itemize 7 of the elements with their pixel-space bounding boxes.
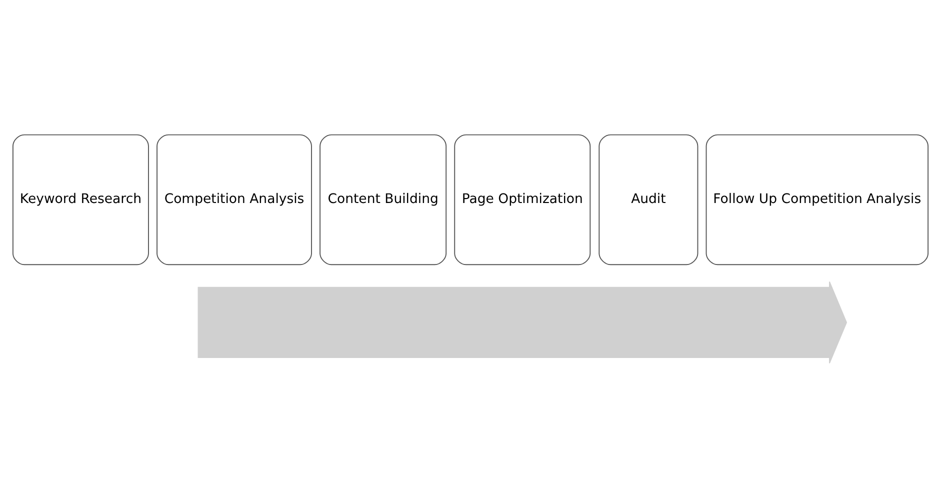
node-box: Audit: [598, 134, 698, 266]
node-box: Page Optimization: [454, 134, 591, 266]
node-box: Follow Up Competition Analysis: [706, 134, 929, 266]
node-box: Competition Analysis: [156, 134, 312, 266]
node-box: Keyword Research: [12, 134, 149, 266]
node-box: Content Building: [320, 134, 447, 266]
node-arrow: [198, 281, 848, 364]
